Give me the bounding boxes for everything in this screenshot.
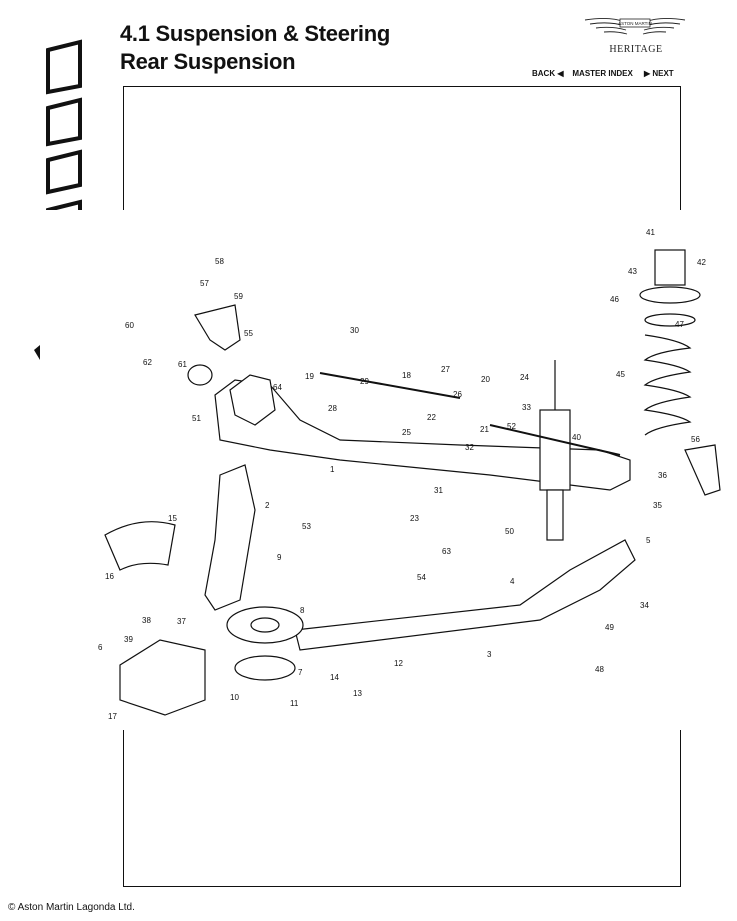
part-label: 50 — [505, 527, 514, 536]
part-label: 37 — [177, 617, 186, 626]
page-subtitle: Rear Suspension — [120, 49, 296, 74]
part-label: 52 — [507, 422, 516, 431]
part-label: 29 — [360, 377, 369, 386]
back-arrow-icon: ◀ — [557, 69, 564, 78]
next-arrow-icon: ▶ — [643, 69, 651, 78]
part-label: 32 — [465, 443, 474, 452]
coil-spring — [643, 334, 692, 436]
part-label: 11 — [290, 699, 299, 708]
back-link[interactable]: BACK ◀ — [532, 69, 564, 78]
part-label: 28 — [328, 404, 337, 413]
section-title: 4.1 Suspension & Steering — [120, 21, 391, 46]
part-label: 47 — [675, 320, 684, 329]
part-label: 6 — [98, 643, 103, 652]
part-label: 55 — [244, 329, 253, 338]
next-link[interactable]: ▶ NEXT — [644, 69, 674, 78]
part-label: 25 — [402, 428, 411, 437]
part-label: 49 — [605, 623, 614, 632]
part-label: 17 — [108, 712, 117, 721]
part-label: 57 — [200, 279, 209, 288]
part-label: 30 — [350, 326, 359, 335]
part-label: 34 — [640, 601, 649, 610]
part-label: 61 — [178, 360, 187, 369]
part-label: 16 — [105, 572, 114, 581]
shock-absorber — [539, 409, 571, 491]
part-label: 18 — [402, 371, 411, 380]
back-label: BACK — [532, 69, 556, 78]
part-label: 54 — [417, 573, 426, 582]
part-label: 58 — [215, 257, 224, 266]
lower-wishbone — [294, 539, 636, 651]
clip — [104, 521, 176, 571]
master-index-link[interactable]: MASTER INDEX — [572, 69, 633, 78]
part-label: 51 — [192, 414, 201, 423]
part-label: 42 — [697, 258, 706, 267]
nav-bar: BACK ◀ MASTER INDEX ▶ NEXT — [532, 69, 674, 78]
part-label: 3 — [487, 650, 492, 659]
part-label: 43 — [628, 267, 637, 276]
page-title: 4.1 Suspension & Steering Rear Suspensio… — [120, 20, 390, 76]
part-label: 33 — [522, 403, 531, 412]
part-label: 38 — [142, 616, 151, 625]
part-label: 22 — [427, 413, 436, 422]
part-label: 63 — [442, 547, 451, 556]
part-label: 26 — [453, 390, 462, 399]
part-label: 15 — [168, 514, 177, 523]
part-label: 9 — [277, 553, 282, 562]
part-labels: 1 2 3 4 5 6 7 8 9 10 11 12 13 14 15 16 1… — [98, 228, 706, 721]
rear-suspension-diagram: 1 2 3 4 5 6 7 8 9 10 11 12 13 14 15 16 1… — [40, 210, 730, 730]
part-label: 24 — [520, 373, 529, 382]
part-label: 4 — [510, 577, 515, 586]
part-label: 35 — [653, 501, 662, 510]
part-label: 10 — [230, 693, 239, 702]
part-label: 13 — [353, 689, 362, 698]
part-label: 59 — [234, 292, 243, 301]
part-label: 21 — [480, 425, 489, 434]
part-label: 20 — [481, 375, 490, 384]
aston-martin-wings-logo: ASTON MARTIN — [584, 17, 686, 35]
part-label: 39 — [124, 635, 133, 644]
crossmember — [214, 379, 631, 491]
rubber-mount — [119, 639, 206, 716]
part-label: 14 — [330, 673, 339, 682]
part-label: 56 — [691, 435, 700, 444]
part-label: 36 — [658, 471, 667, 480]
brand-name: ASTON MARTIN — [618, 21, 652, 26]
part-label: 48 — [595, 665, 604, 674]
next-label: NEXT — [652, 69, 674, 78]
part-label: 40 — [572, 433, 581, 442]
part-label: 19 — [305, 372, 314, 381]
part-label: 7 — [298, 668, 303, 677]
part-label: 27 — [441, 365, 450, 374]
part-label: 62 — [143, 358, 152, 367]
heritage-label: HERITAGE — [609, 44, 663, 55]
part-label: 23 — [410, 514, 419, 523]
part-label: 41 — [646, 228, 655, 237]
part-label: 2 — [265, 501, 270, 510]
copyright-footer: © Aston Martin Lagonda Ltd. — [8, 902, 135, 913]
part-label: 45 — [616, 370, 625, 379]
part-label: 60 — [125, 321, 134, 330]
part-label: 8 — [300, 606, 305, 615]
part-label: 1 — [330, 465, 335, 474]
part-label: 46 — [610, 295, 619, 304]
mounting-bracket — [204, 464, 256, 611]
part-label: 5 — [646, 536, 651, 545]
part-label: 31 — [434, 486, 443, 495]
part-label: 12 — [394, 659, 403, 668]
part-label: 64 — [273, 383, 282, 392]
mounting-pad — [234, 655, 296, 681]
part-label: 53 — [302, 522, 311, 531]
